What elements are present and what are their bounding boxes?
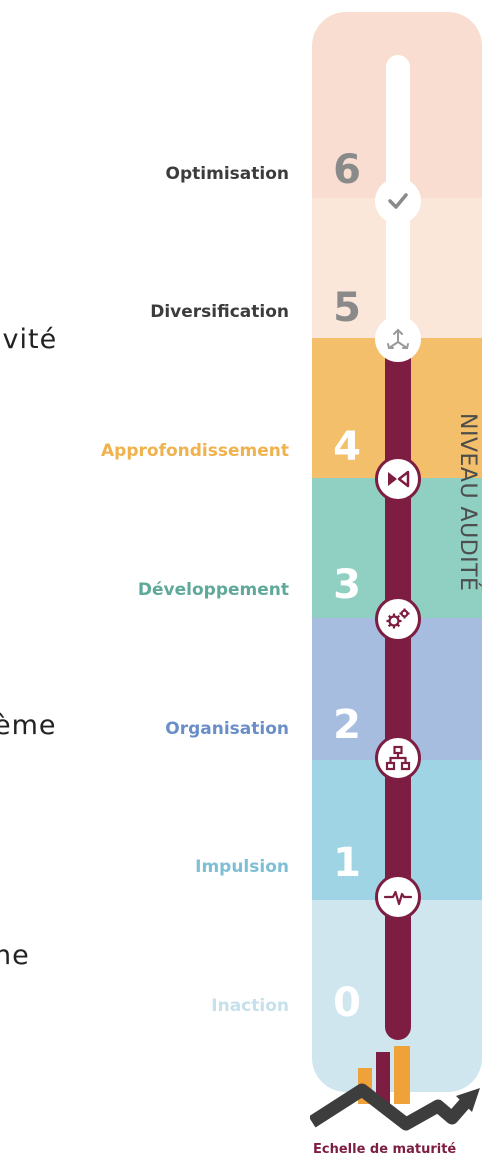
level-label-4: Approfondissement [101,441,289,461]
level-label-2: Organisation [165,719,289,739]
level-number-2: 2 [333,702,361,748]
level-number-3: 3 [333,562,361,608]
text-fragment-1: ivité [0,324,58,355]
chart-icon [310,1046,480,1131]
level-number-6: 6 [333,147,361,193]
level-label-0: Inaction [211,996,289,1016]
text-fragment-3: ne [0,940,30,971]
hierarchy-icon [375,735,421,781]
track-achieved [385,338,411,1040]
gears-icon [375,596,421,642]
level-number-5: 5 [333,285,361,331]
level-label-5: Diversification [150,302,289,322]
pulse-icon [375,874,421,920]
arrows-icon [375,316,421,362]
scale-caption: Echelle de maturité [313,1142,457,1157]
bowtie-icon [375,456,421,502]
level-label-6: Optimisation [165,164,289,184]
text-fragment-2: ème [0,710,57,741]
vertical-label: NIVEAU AUDITÉ [455,413,480,592]
level-number-1: 1 [333,840,361,886]
level-number-4: 4 [333,424,361,470]
level-label-1: Impulsion [195,857,289,877]
level-number-0: 0 [333,980,361,1026]
check-icon [375,178,421,224]
level-label-3: Développement [137,580,289,600]
